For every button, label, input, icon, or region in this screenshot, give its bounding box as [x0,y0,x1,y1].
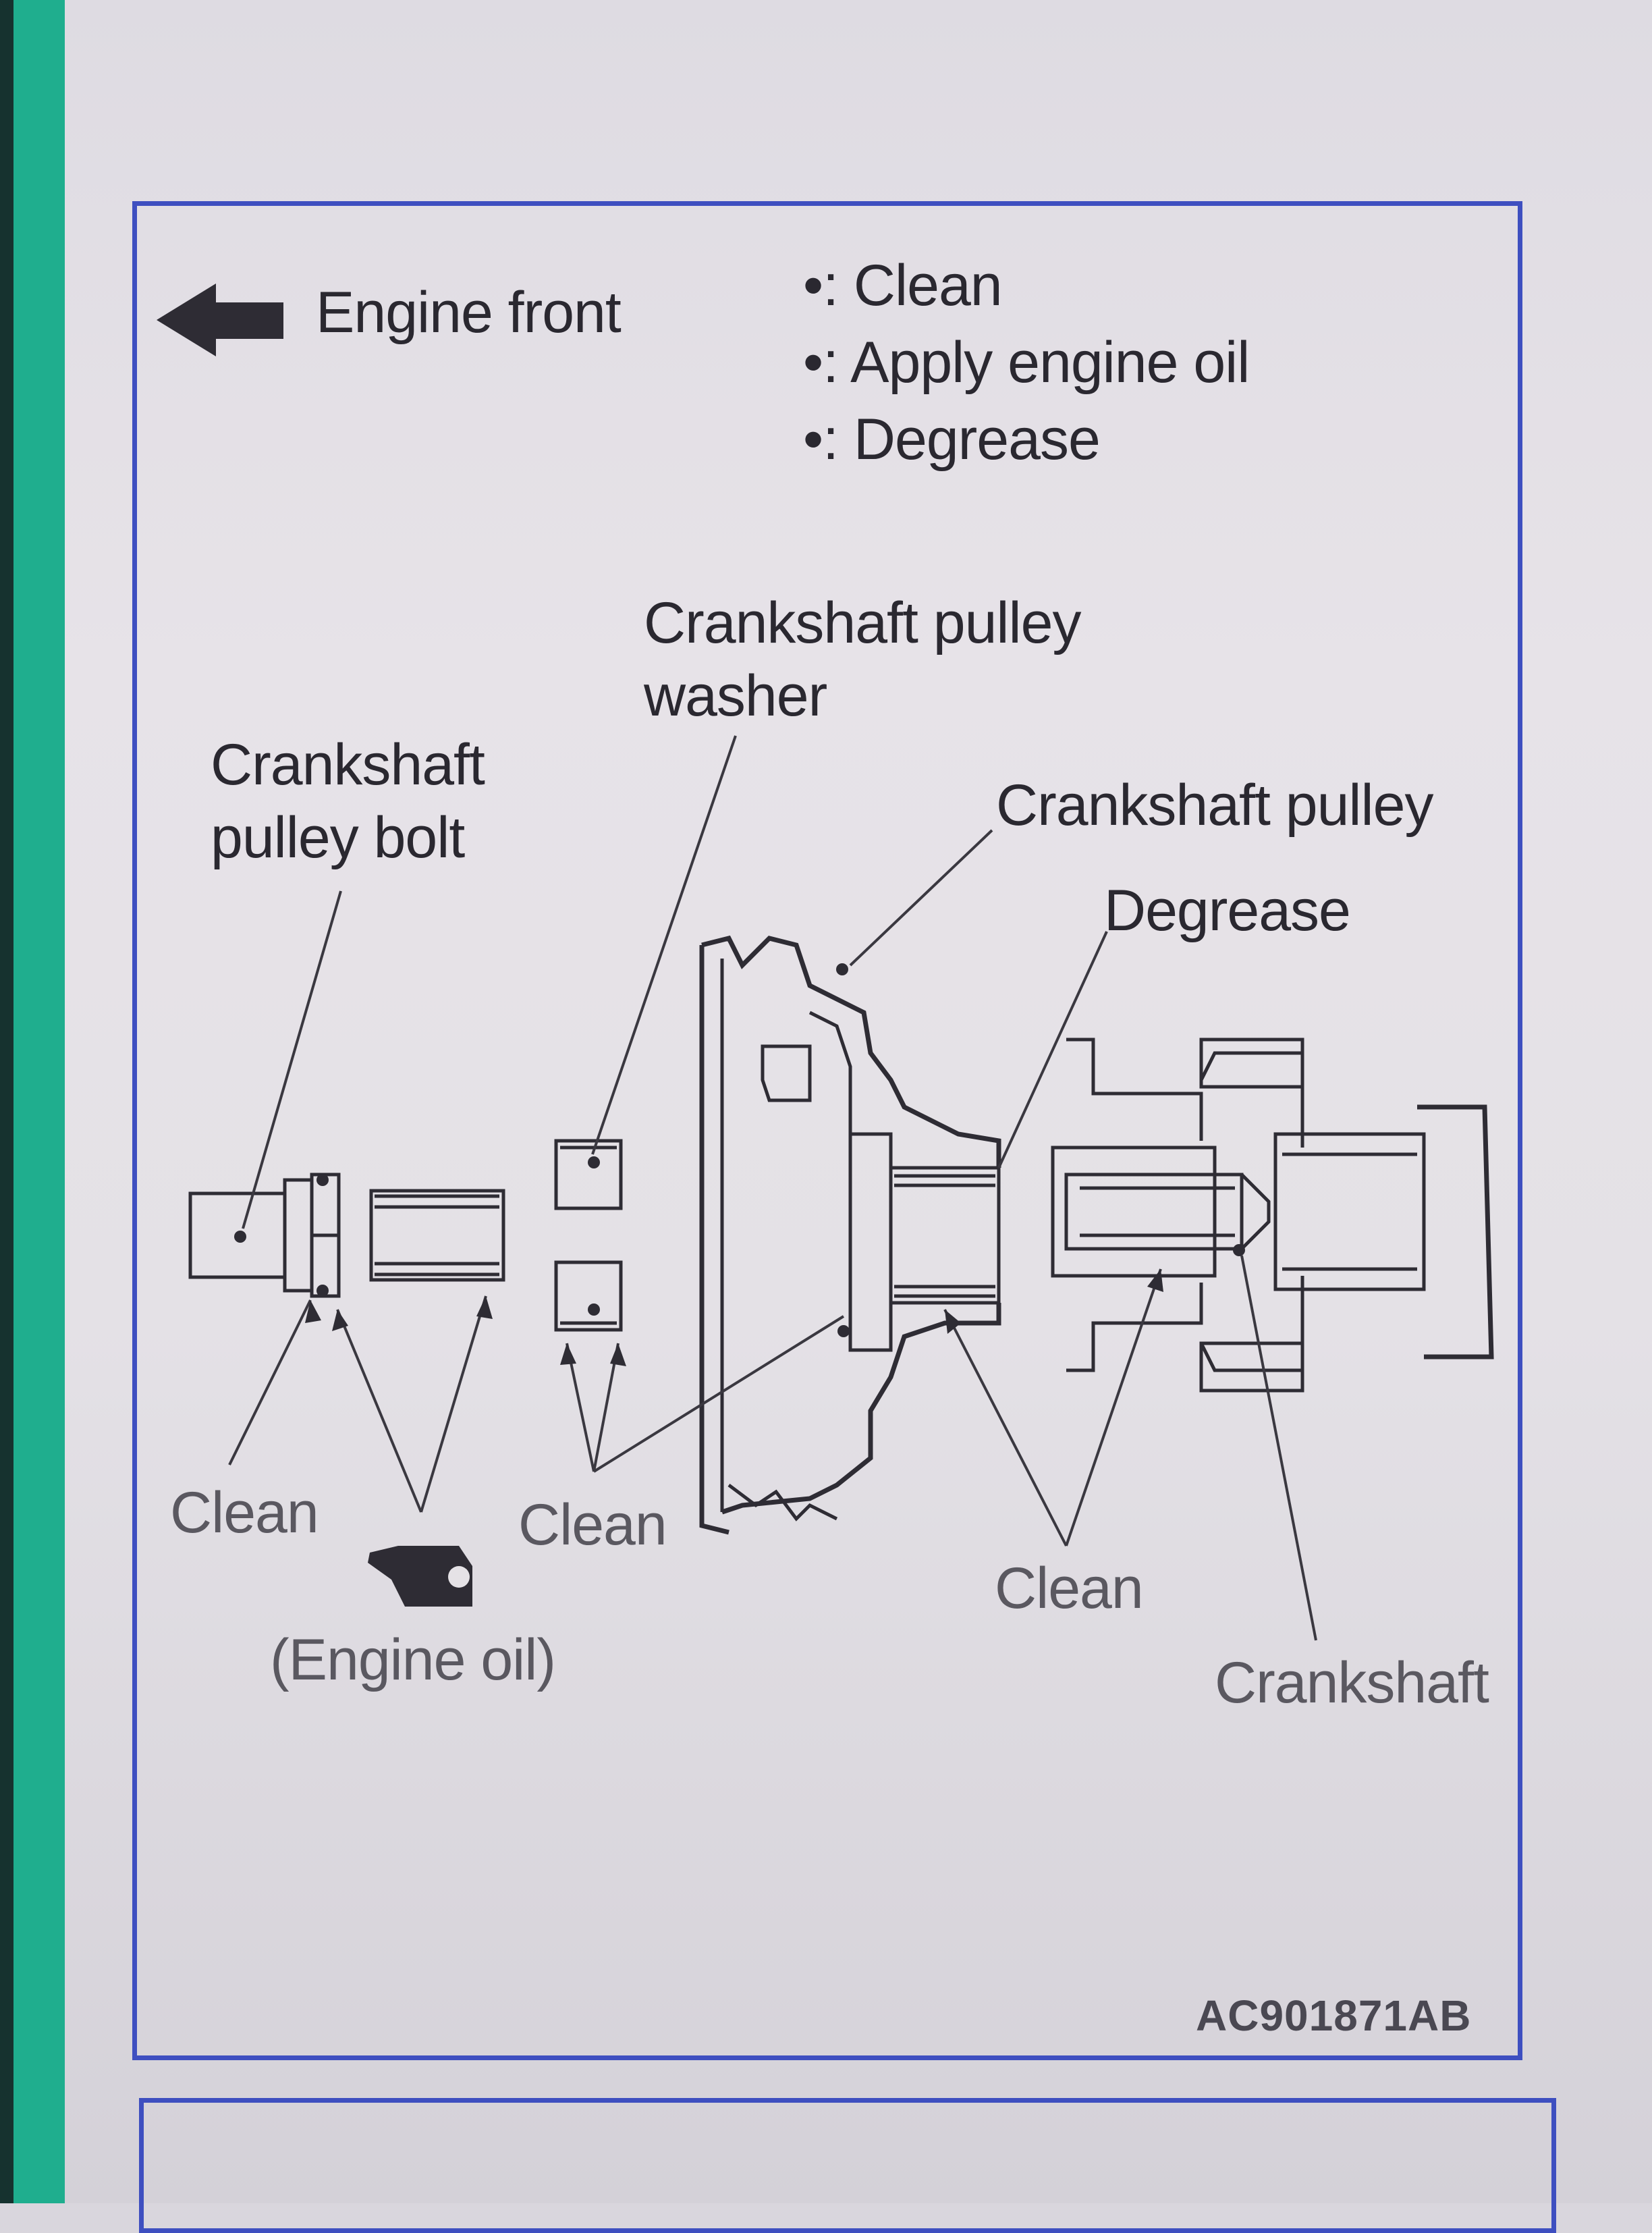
callout-clean-bolt: Clean [170,1480,319,1545]
leader-lines [228,735,1317,1641]
callout-clean-washer: Clean [518,1492,667,1557]
engine-oil-symbol-icon: • [803,330,823,395]
legend-item-engine-oil: •: Apply engine oil [803,330,1250,395]
crankshaft-pulley [699,935,1001,1535]
engine-front-label: Engine front [316,280,622,345]
degrease-symbol-icon: • [803,407,823,472]
label-crankshaft-pulley: Crankshaft pulley [996,773,1433,838]
callout-clean-crankshaft: Clean [995,1556,1144,1621]
crankshaft-pulley-bolt [188,1173,505,1298]
label-crankshaft: Crankshaft [1215,1650,1489,1715]
label-degrease: Degrease [1104,878,1351,943]
figure-frame [132,201,1522,2060]
legend-item-clean: •: Clean [803,253,1003,318]
callout-engine-oil: (Engine oil) [270,1627,556,1692]
screen-bezel [0,0,13,2203]
clean-symbol-icon: • [803,253,823,318]
viewer-sidebar [13,0,65,2203]
label-crankshaft-pulley-bolt: Crankshaft pulley bolt [211,732,485,870]
engine-front-arrow-icon [157,284,283,356]
legend-item-degrease: •: Degrease [803,407,1101,472]
crankshaft [1051,1038,1494,1393]
figure-code: AC901871AB [1196,1991,1472,2040]
label-crankshaft-pulley-washer: Crankshaft pulley washer [644,591,1081,728]
manual-page [65,0,1652,2203]
crankshaft-pulley-washer [554,1139,623,1332]
oil-can-icon [368,1546,472,1607]
